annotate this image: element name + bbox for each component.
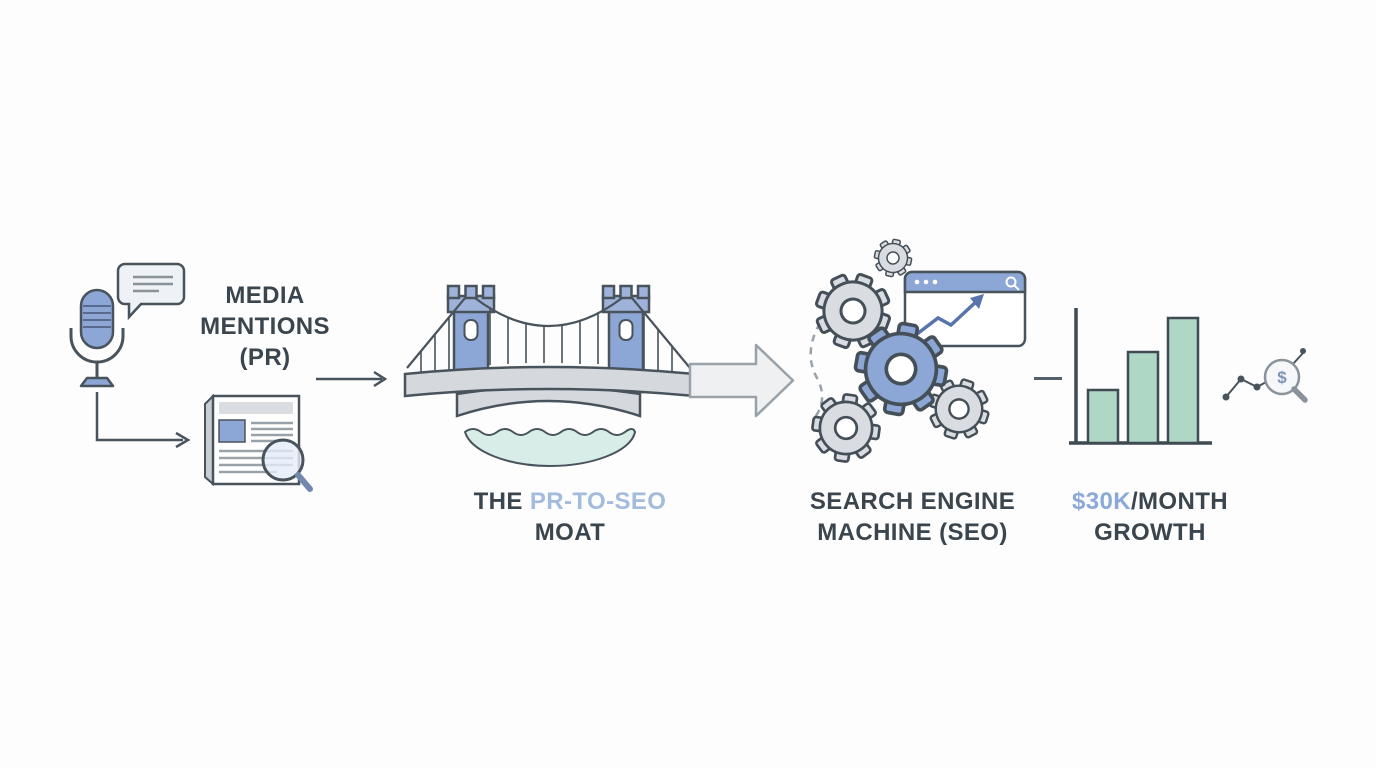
dashed-curve [809, 322, 824, 421]
gears-machine-icon [804, 235, 1027, 467]
growth-bar-chart-icon [1069, 308, 1212, 445]
bridge-cables [406, 297, 691, 369]
bridge-hangers [420, 309, 673, 372]
suspension-bridge-moat-icon [403, 284, 697, 468]
machine-label: SEARCH ENGINE MACHINE (SEO) [755, 486, 1070, 548]
moat-label-the: THE [473, 488, 530, 515]
browser-window-growth-chart-icon [903, 270, 1027, 348]
moat-label-line2: MOAT [534, 519, 606, 546]
speech-bubble-icon [116, 262, 186, 321]
growth-label-month: /MONTH [1130, 488, 1229, 515]
media-mentions-label: MEDIA MENTIONS (PR) [150, 280, 380, 373]
moat-label-highlight: PR-TO-SEO [529, 488, 667, 515]
growth-label: $30K/MONTH GROWTH [1030, 486, 1270, 548]
right-arrow-icon [316, 370, 388, 388]
block-right-arrow-icon [688, 343, 795, 418]
chart-bar-3 [1166, 316, 1200, 445]
media-label-line3: (PR) [239, 344, 291, 371]
moat-label: THE PR-TO-SEO MOAT [420, 486, 720, 548]
media-label-line2: MENTIONS [200, 313, 330, 340]
growth-label-line1: $30K/MONTH [1030, 486, 1270, 517]
growth-label-line2: GROWTH [1094, 519, 1206, 546]
chart-bar-2 [1126, 350, 1160, 445]
moat-label-line1: THE PR-TO-SEO [420, 486, 720, 517]
dollar-sign: $ [1277, 368, 1287, 387]
media-label-line1: MEDIA [225, 282, 305, 309]
browser-magnifier-icon [1005, 276, 1020, 291]
dollar-coin-trend-icon: $ [1222, 348, 1308, 403]
magnifier-icon [261, 438, 313, 492]
chart-bar-1 [1086, 388, 1120, 445]
growth-label-amount: $30K [1071, 488, 1131, 515]
microphone-icon [69, 288, 125, 388]
elbow-arrow-icon [95, 392, 191, 449]
machine-label-line2: MACHINE (SEO) [817, 519, 1008, 546]
machine-label-line1: SEARCH ENGINE [809, 488, 1016, 515]
moat-water [463, 428, 637, 468]
dash-connector [1034, 377, 1062, 380]
newspaper-with-magnifier-icon [204, 393, 313, 492]
media-mentions-icon-group [69, 262, 313, 492]
coin-circle [1263, 358, 1301, 396]
